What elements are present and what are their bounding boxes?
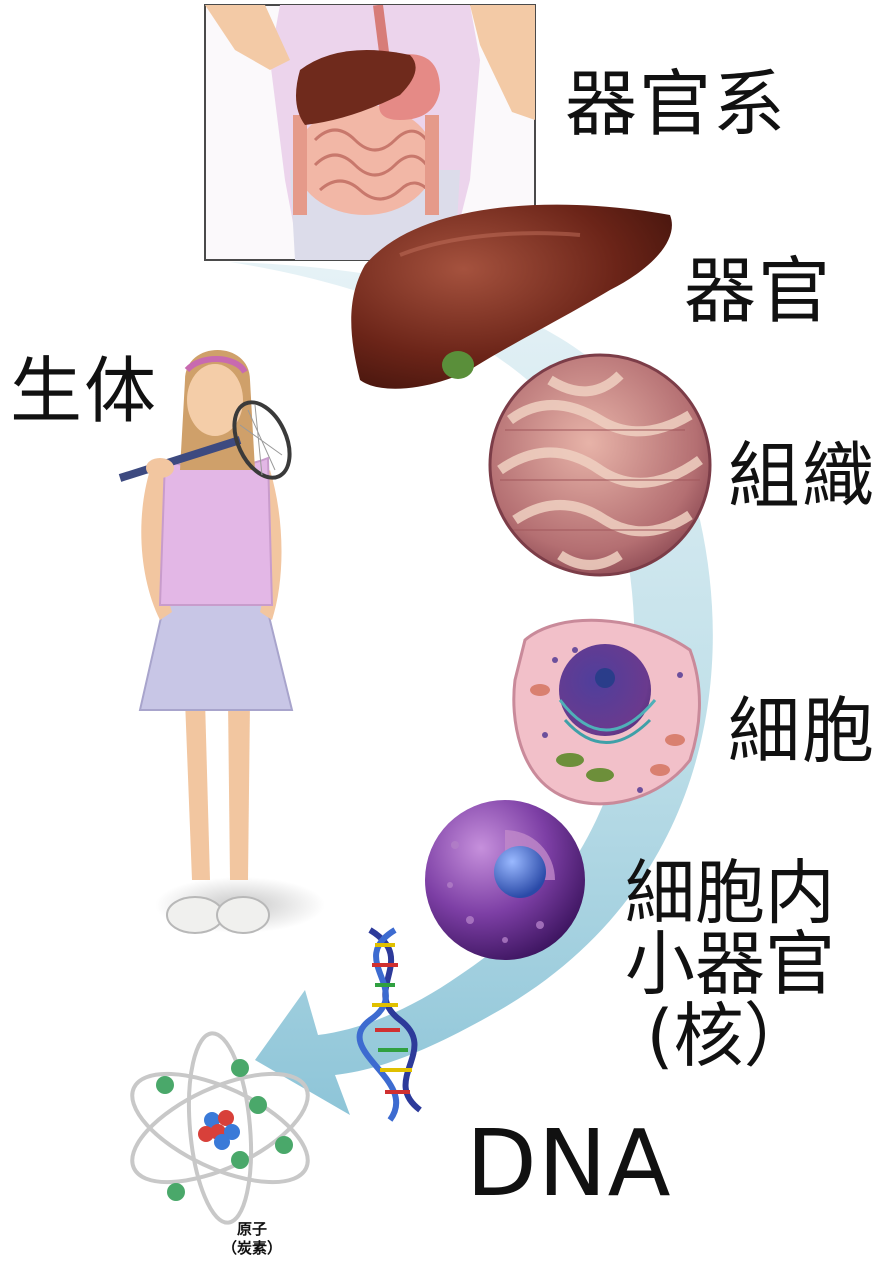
label-atom-line2: （炭素） xyxy=(222,1239,282,1258)
label-organelle-line1: 細胞内 xyxy=(625,858,835,929)
tissue-picture xyxy=(490,355,710,575)
label-organelle-line2: 小器官 xyxy=(625,929,835,1000)
label-cell: 細胞 xyxy=(728,695,876,767)
label-organelle: 細胞内 小器官 (核） xyxy=(625,858,835,1072)
person-organism-picture xyxy=(120,350,325,933)
label-organism: 生体 xyxy=(10,355,158,427)
label-organ-system: 器官系 xyxy=(565,68,787,140)
nucleus-organelle-picture xyxy=(425,800,585,960)
label-atom: 原子 （炭素） xyxy=(222,1220,282,1258)
label-organ: 器官 xyxy=(684,255,832,327)
cell-picture xyxy=(514,620,700,804)
label-atom-line1: 原子 xyxy=(222,1220,282,1239)
label-organelle-line3: (核） xyxy=(625,1001,835,1072)
label-dna: DNA xyxy=(466,1118,672,1210)
label-tissue: 組織 xyxy=(728,440,876,512)
